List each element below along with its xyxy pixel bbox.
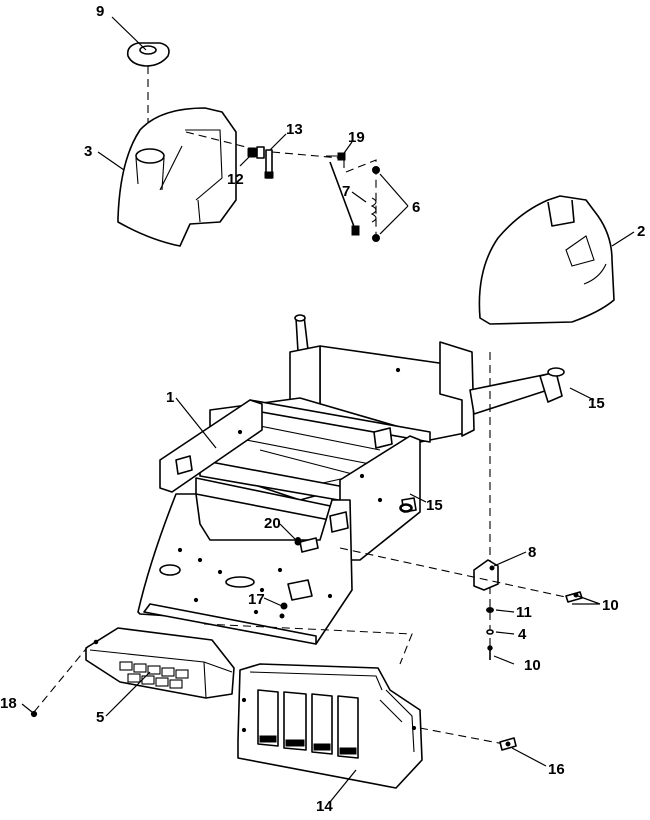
part-steering-tube (400, 367, 565, 512)
spring-line (345, 159, 377, 240)
callout-8: 8 (528, 544, 536, 561)
callout-1: 1 (166, 389, 174, 406)
part-fastener-17 (279, 602, 288, 619)
callout-15-upper: 15 (588, 395, 605, 412)
callout-10-lower: 10 (524, 657, 541, 674)
callout-4: 4 (518, 626, 527, 643)
leader-lines (21, 16, 635, 803)
callout-3: 3 (84, 143, 92, 160)
frame-rivets (177, 367, 401, 615)
part-rod (326, 152, 360, 236)
callouts: 9 3 12 13 19 7 6 2 1 15 15 20 8 10 17 11… (0, 3, 645, 815)
callout-16: 16 (548, 761, 565, 778)
frame-grille-line (203, 623, 413, 665)
part-clip-16 (499, 737, 517, 751)
part-main-frame (137, 314, 475, 645)
part-nut-4 (486, 629, 494, 635)
callout-6: 6 (412, 199, 420, 216)
part-bolt-10-lower (487, 645, 493, 660)
callout-20: 20 (264, 515, 281, 532)
callout-13: 13 (286, 121, 303, 138)
part-fuel-cap (126, 42, 170, 67)
callout-19: 19 (348, 129, 365, 146)
callout-15-lower: 15 (426, 497, 443, 514)
bracket-line (339, 547, 571, 599)
fitting-line (271, 151, 341, 159)
callout-12: 12 (227, 171, 244, 188)
part-front-grille (85, 627, 235, 699)
callout-5: 5 (96, 709, 104, 726)
tank-hardware-line (185, 131, 251, 149)
callout-11: 11 (516, 604, 532, 621)
callout-18: 18 (0, 695, 17, 712)
callout-14: 14 (316, 798, 333, 815)
part-fastener-20 (295, 537, 301, 543)
part-fitting-13 (264, 149, 274, 179)
panel-line (419, 727, 505, 745)
callout-2: 2 (637, 223, 645, 240)
part-fitting-12 (247, 146, 265, 159)
part-screw-18 (30, 710, 38, 718)
part-front-panel (237, 663, 423, 789)
callout-9: 9 (96, 3, 104, 20)
part-fender-shroud (478, 195, 615, 325)
part-bracket (473, 559, 499, 591)
part-washer-11 (486, 607, 494, 613)
grille-line (33, 643, 91, 713)
callout-17: 17 (248, 591, 265, 608)
callout-7: 7 (342, 183, 350, 200)
part-fuel-tank (117, 107, 237, 247)
callout-10-right: 10 (602, 597, 619, 614)
part-spring (370, 166, 380, 242)
